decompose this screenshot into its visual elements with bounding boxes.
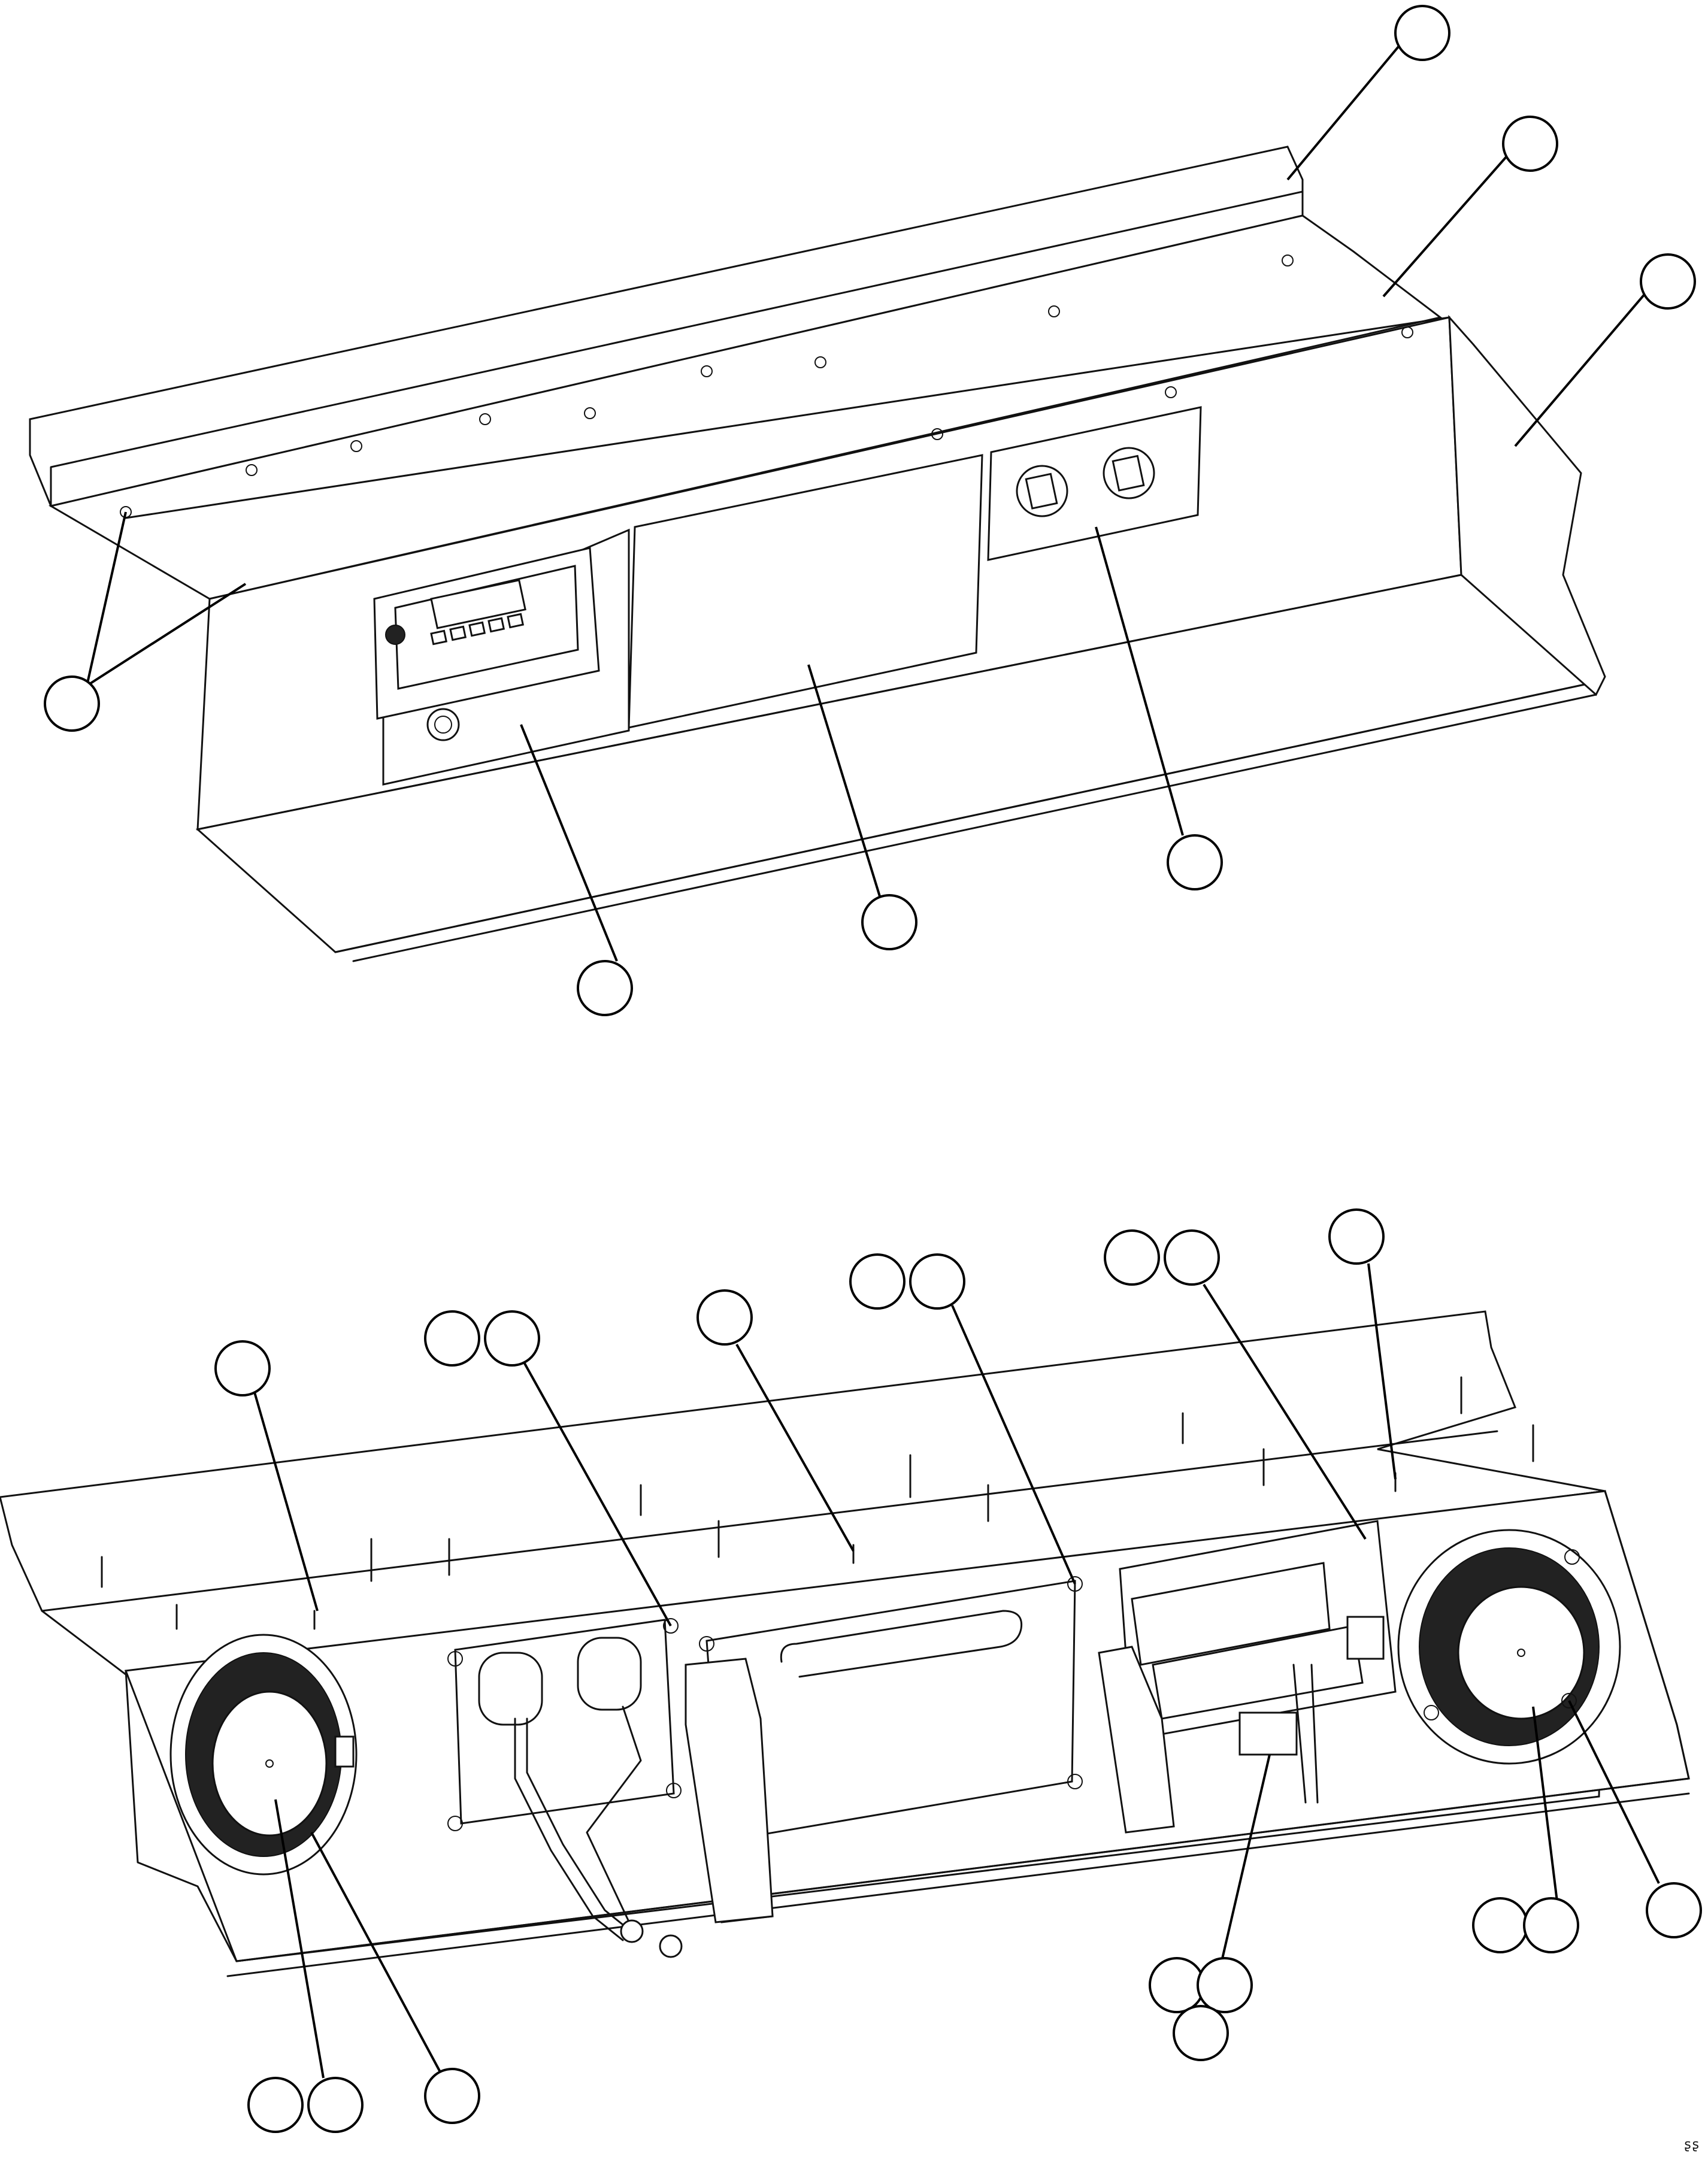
sheet-code: ʂʂ	[1683, 2137, 1700, 2152]
callout-balloon	[1173, 2005, 1229, 2061]
rear-mounting-flange	[0, 1310, 1606, 1678]
callout-balloon	[1394, 5, 1450, 61]
callout-balloon	[1104, 1229, 1160, 1286]
callout-balloon	[424, 2068, 480, 2124]
callout-balloon	[1640, 253, 1696, 310]
callout-balloon	[849, 1253, 906, 1310]
console-top-panel	[48, 214, 1443, 600]
lower-callout-balloons	[214, 1208, 1702, 2133]
callout-balloon	[1523, 1897, 1579, 1953]
storage-compartment-door	[628, 454, 983, 729]
upper-console-assembly	[29, 146, 1606, 962]
left-speaker	[169, 1634, 358, 1876]
callout-balloon	[307, 2077, 364, 2133]
callout-balloon	[577, 960, 633, 1016]
callout-balloon	[1167, 834, 1223, 890]
left-divider	[685, 1658, 774, 1923]
speaker-cone-icon	[211, 1691, 328, 1837]
radio-chassis	[1119, 1520, 1397, 1804]
callout-balloon	[44, 675, 100, 732]
callout-balloon	[424, 1310, 480, 1367]
callout-balloon	[696, 1289, 753, 1346]
callout-balloon	[861, 894, 917, 950]
radio-faceplate	[373, 528, 630, 786]
callout-balloon	[247, 2077, 304, 2133]
switch-panel	[987, 406, 1202, 561]
lower-console-assembly	[0, 1310, 1690, 1977]
flange-screws	[120, 255, 1413, 518]
callout-balloon	[1472, 1897, 1528, 1953]
callout-balloon	[1328, 1208, 1385, 1265]
callout-balloon	[1502, 116, 1558, 172]
speaker-cone-icon	[1457, 1586, 1585, 1720]
radio-knob-icon	[385, 625, 405, 645]
callout-balloon	[1197, 1957, 1253, 2013]
callout-balloon	[1164, 1229, 1220, 1286]
rear-switch-bracket	[447, 1618, 683, 1958]
right-speaker	[1397, 1529, 1621, 1765]
right-divider	[1098, 1646, 1175, 1834]
wiring-connector	[1238, 1711, 1298, 1756]
callout-balloon	[1646, 1882, 1702, 1938]
radio-preset-buttons	[430, 613, 525, 646]
console-right-end-panel	[1448, 314, 1606, 696]
upper-callout-balloons	[44, 5, 1696, 1016]
callout-balloon	[909, 1253, 965, 1310]
callout-balloon	[1149, 1957, 1205, 2013]
callout-balloon	[214, 1340, 271, 1396]
aux-jack-icon	[426, 708, 460, 741]
callout-balloon	[484, 1310, 540, 1367]
mounting-studs	[101, 1376, 1534, 1630]
